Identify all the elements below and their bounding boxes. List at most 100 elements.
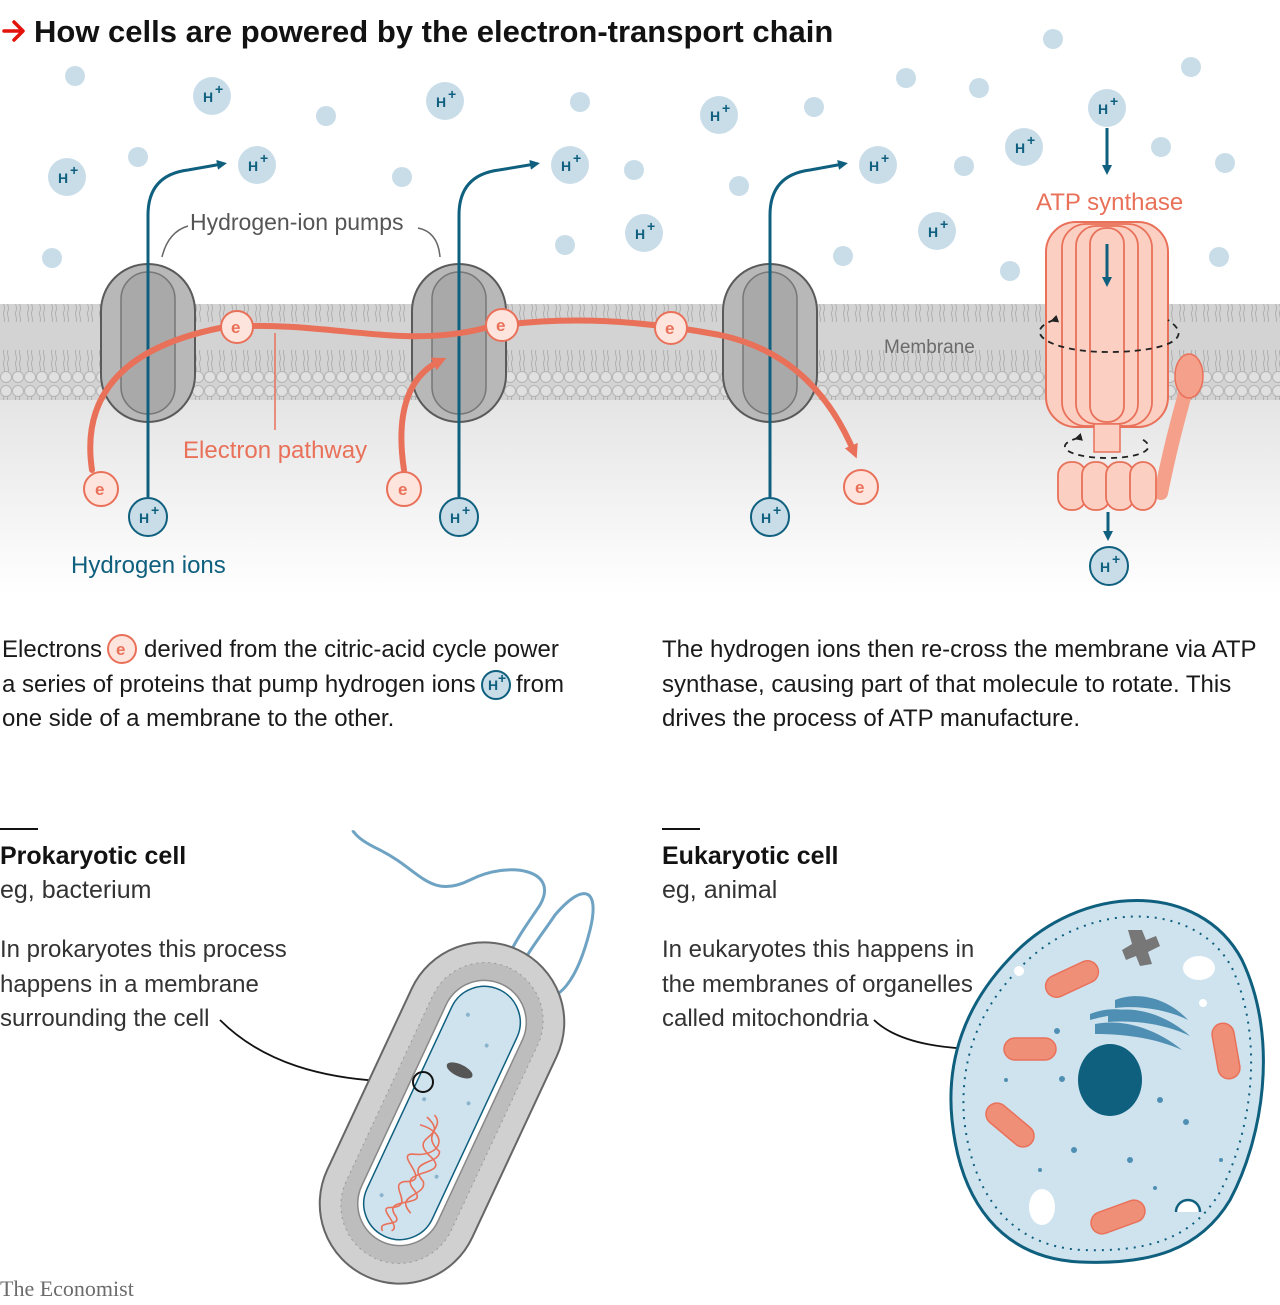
explanation-right: The hydrogen ions then re-cross the memb… <box>662 636 1257 732</box>
arrow-right-icon <box>2 20 25 42</box>
svg-text:+: + <box>1027 132 1035 148</box>
electron: e <box>83 471 119 507</box>
svg-text:H: H <box>58 170 68 186</box>
hydrogen-ion: H+ <box>193 77 231 115</box>
hydrogen-ion-inline-icon: H+ <box>481 670 511 700</box>
background-ions <box>42 29 1235 281</box>
pumps-leader-line <box>161 225 441 258</box>
electron-pathway-label: Electron pathway <box>183 437 367 464</box>
svg-text:e: e <box>496 316 505 335</box>
svg-text:H: H <box>450 510 460 526</box>
svg-text:+: + <box>462 502 470 518</box>
svg-text:H: H <box>928 224 938 240</box>
atp-stalk <box>1154 383 1193 500</box>
hydrogen-ion: H+ <box>551 146 589 184</box>
hydrogen-ions-label: Hydrogen ions <box>71 552 226 579</box>
svg-text:Electrons: Electrons <box>2 636 102 663</box>
electron-pathway <box>87 317 858 473</box>
golgi <box>1090 996 1190 1050</box>
hydrogen-ion: H+ <box>625 214 663 252</box>
svg-text:derived from the citric-acid c: derived from the citric-acid cycle power <box>144 636 559 663</box>
svg-text:H: H <box>1100 559 1110 575</box>
svg-text:+: + <box>647 218 655 234</box>
electron: e <box>485 308 519 342</box>
svg-text:synthase, causing part of that: synthase, causing part of that molecule … <box>662 671 1231 698</box>
electron: e <box>386 471 422 507</box>
animal-cell <box>949 899 1265 1264</box>
hydrogen-ion: H+ <box>128 497 168 537</box>
centrosome <box>1122 930 1160 966</box>
rotation-arrow-icon <box>1039 314 1180 353</box>
explanation-left: Electrons e derived from the citric-acid… <box>2 634 564 732</box>
hydrogen-ion: H+ <box>1089 546 1129 586</box>
nucleus <box>1078 1044 1142 1116</box>
prokaryote-example: eg, bacterium <box>0 876 151 904</box>
source-logo: The Economist <box>0 1276 134 1301</box>
svg-text:+: + <box>151 502 159 518</box>
svg-text:e: e <box>116 640 125 659</box>
electron: e <box>220 310 254 344</box>
bacterium <box>318 941 566 1285</box>
svg-text:H: H <box>436 94 446 110</box>
svg-text:+: + <box>70 162 78 178</box>
svg-text:H: H <box>248 158 258 174</box>
electron: e <box>843 469 879 505</box>
svg-text:H: H <box>203 89 213 105</box>
hydrogen-ion: H+ <box>426 82 464 120</box>
ion-pathways <box>146 159 848 497</box>
atp-synthase <box>1039 128 1204 541</box>
svg-text:e: e <box>665 319 674 338</box>
svg-text:H: H <box>561 158 571 174</box>
electrons: e e e e e e <box>83 308 879 507</box>
electron: e <box>654 311 688 345</box>
flagellum <box>351 830 547 1001</box>
hydrogen-ion: H+ <box>48 158 86 196</box>
svg-text:+: + <box>448 86 456 102</box>
prokaryote-section: Prokaryotic cell eg, bacterium In prokar… <box>0 828 595 1285</box>
dna-coil <box>380 1114 441 1232</box>
hydrogen-ion: H+ <box>750 497 790 537</box>
svg-text:In prokaryotes this process: In prokaryotes this process <box>0 936 287 963</box>
svg-text:a series of proteins that pump: a series of proteins that pump hydrogen … <box>2 671 476 698</box>
svg-text:+: + <box>573 150 581 166</box>
svg-text:happens in a membrane: happens in a membrane <box>0 971 259 998</box>
svg-text:called mitochondria: called mitochondria <box>662 1005 869 1032</box>
magnifier-circle <box>412 1071 434 1093</box>
svg-text:e: e <box>855 478 864 497</box>
svg-text:H: H <box>1098 101 1108 117</box>
hydrogen-ion: H+ <box>1088 89 1126 127</box>
svg-text:surrounding the cell: surrounding the cell <box>0 1005 209 1032</box>
svg-text:+: + <box>498 670 506 686</box>
svg-text:drives the process of ATP manu: drives the process of ATP manufacture. <box>662 705 1080 732</box>
svg-text:The hydrogen ions then re-cros: The hydrogen ions then re-cross the memb… <box>662 636 1257 663</box>
hydrogen-ion: H+ <box>859 146 897 184</box>
svg-text:H: H <box>488 677 498 693</box>
svg-text:one side of a membrane to the: one side of a membrane to the other. <box>2 705 394 732</box>
svg-text:the membranes of organelles: the membranes of organelles <box>662 971 973 998</box>
svg-text:+: + <box>881 150 889 166</box>
svg-text:e: e <box>95 480 104 499</box>
eukaryote-section: Eukaryotic cell eg, animal In eukaryotes… <box>662 828 1265 1264</box>
svg-text:+: + <box>1112 551 1120 567</box>
membrane-label: Membrane <box>884 337 975 358</box>
svg-text:e: e <box>398 480 407 499</box>
rotation-arrow-icon <box>1064 433 1150 459</box>
svg-text:H: H <box>761 510 771 526</box>
svg-text:H: H <box>1015 140 1025 156</box>
svg-text:H: H <box>869 158 879 174</box>
svg-text:+: + <box>1110 93 1118 109</box>
hydrogen-ion: H+ <box>439 497 479 537</box>
page-title: How cells are powered by the electron-tr… <box>34 14 833 49</box>
svg-text:+: + <box>260 150 268 166</box>
pumps-label: Hydrogen-ion pumps <box>190 209 404 235</box>
eukaryote-example: eg, animal <box>662 876 777 904</box>
svg-text:+: + <box>722 100 730 116</box>
hydrogen-ion: H+ <box>1005 128 1043 166</box>
hydrogen-ion: H+ <box>238 146 276 184</box>
svg-text:+: + <box>215 81 223 97</box>
svg-text:from: from <box>516 671 564 698</box>
svg-text:e: e <box>231 318 240 337</box>
hydrogen-ion: H+ <box>918 212 956 250</box>
atp-synthase-label: ATP synthase <box>1036 189 1183 216</box>
